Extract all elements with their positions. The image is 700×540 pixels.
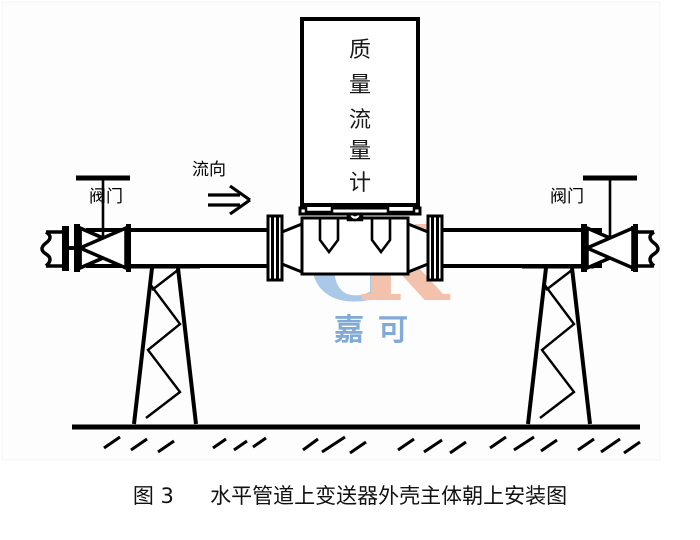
pipe-right-body	[438, 228, 602, 268]
valve-left-seat-b	[126, 224, 131, 272]
transmitter-char-4: 量	[349, 139, 371, 164]
ground-hatching	[103, 435, 641, 455]
valve-right-seat-a	[581, 224, 587, 272]
valve-right-label: 阀门	[550, 187, 584, 207]
watermark-brand-text: 嘉可	[334, 313, 422, 348]
flow-direction-label: 流向	[192, 160, 226, 180]
transmitter-char-5: 计	[349, 171, 371, 196]
valve-right[interactable]: 阀门	[550, 175, 638, 272]
flow-direction-arrow-icon	[208, 184, 251, 216]
pipe-right-run	[438, 228, 602, 268]
valve-left-label: 阀门	[89, 187, 123, 207]
valve-left-seat-a	[74, 224, 80, 272]
sensor-taper-left	[280, 221, 304, 275]
transmitter-char-1: 质	[349, 38, 371, 63]
transmitter-label-stack: 质 量 流 量 计	[349, 38, 371, 196]
flow-direction-indicator: 流向	[192, 160, 251, 216]
transmitter-char-3: 流	[349, 108, 371, 133]
sensor-flange-left	[266, 214, 284, 282]
figure-caption-number: 图 3	[132, 484, 174, 508]
valve-left[interactable]: 阀门	[74, 175, 131, 272]
sensor-utube-internals	[318, 218, 392, 255]
figure-caption: 图 3 水平管道上变送器外壳主体朝上安装图	[0, 480, 700, 510]
valve-right-seat-b	[633, 224, 638, 272]
transmitter-box[interactable]	[300, 17, 420, 207]
ground-group	[72, 424, 641, 455]
sensor-housing	[300, 216, 410, 276]
sensor-flange-right	[426, 214, 444, 282]
transmitter-enclosure[interactable]: 质 量 流 量 计	[300, 17, 420, 207]
sensor-taper-right	[406, 221, 430, 275]
figure-caption-text: 水平管道上变送器外壳主体朝上安装图	[210, 484, 568, 508]
transmitter-char-2: 量	[349, 73, 371, 98]
transmitter-mount-base	[298, 202, 422, 216]
